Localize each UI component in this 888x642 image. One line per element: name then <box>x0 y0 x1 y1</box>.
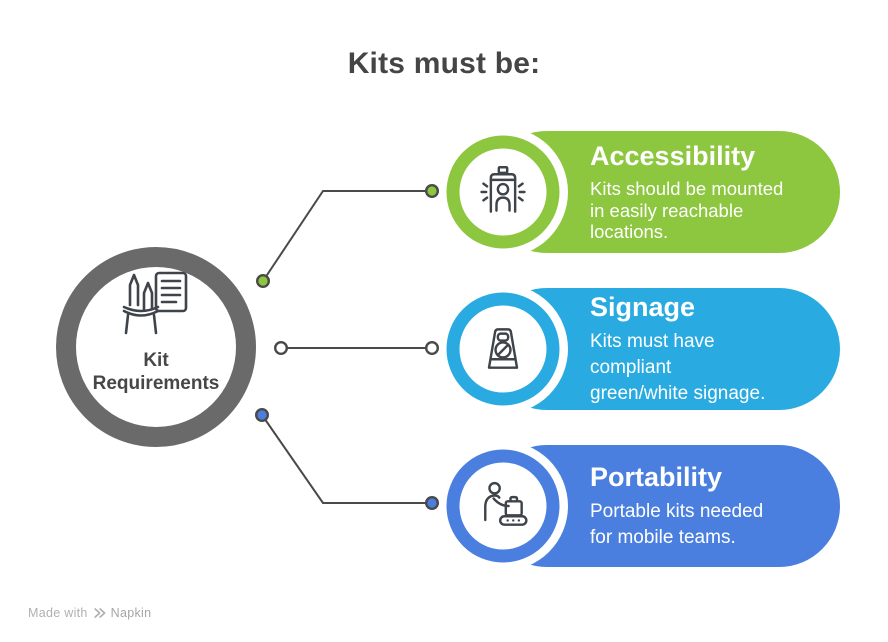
footer: Made with Napkin <box>28 604 151 622</box>
center-node-label: Kit Requirements <box>92 350 220 394</box>
luggage-conveyor-icon <box>484 481 528 526</box>
mounted-kit-person-icon <box>480 166 526 213</box>
connector-dot <box>274 341 289 356</box>
brand-label: Napkin <box>110 606 152 620</box>
card-description: Kits must have compliant green/white sig… <box>590 330 766 404</box>
connector-dot <box>256 274 271 289</box>
toolkit-and-document-icon <box>122 271 188 335</box>
connector-line-accessibility <box>262 190 432 282</box>
card-title: Accessibility <box>590 141 756 172</box>
connector-dot <box>425 341 440 356</box>
card-description: Portable kits needed for mobile teams. <box>590 500 764 548</box>
card-background <box>446 288 840 410</box>
made-with-label: Made with <box>28 606 88 620</box>
card-description: Kits should be mounted in easily reachab… <box>590 178 784 243</box>
connector-dot <box>425 496 440 511</box>
branch-card-portability: Portability Portable kits needed for mob… <box>446 445 840 567</box>
napkin-logo-icon <box>94 608 106 618</box>
center-node-ring <box>56 247 256 447</box>
connector-dot <box>425 183 440 198</box>
branch-card-signage: Signage Kits must have compliant green/w… <box>446 288 840 410</box>
card-title: Signage <box>590 291 696 322</box>
branch-card-accessibility: Accessibility Kits should be mounted in … <box>446 131 840 253</box>
floor-sign-icon <box>487 328 519 369</box>
connector-dot <box>255 408 270 423</box>
connector-line-portability <box>261 414 432 504</box>
card-title: Portability <box>590 461 723 492</box>
page-title: Kits must be: <box>347 47 541 80</box>
